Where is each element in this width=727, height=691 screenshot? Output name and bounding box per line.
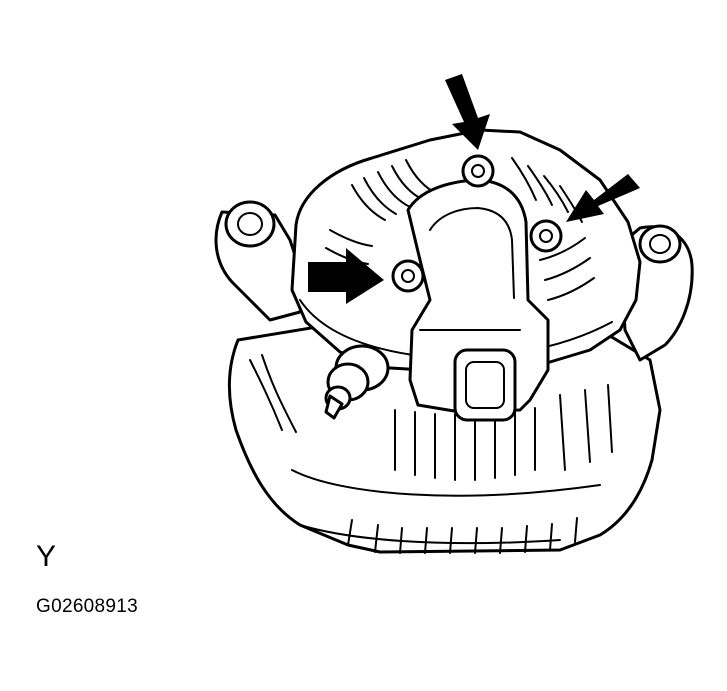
connector-plug xyxy=(453,348,517,422)
bolt-top xyxy=(461,154,495,188)
view-label: Y xyxy=(36,540,57,573)
figure-code: G02608913 xyxy=(36,596,139,617)
b-terminal-stud xyxy=(324,344,390,420)
arrow-left-callout xyxy=(308,248,384,304)
bolt-left xyxy=(391,259,425,293)
bolt-right xyxy=(529,219,563,253)
arrow-top-callout xyxy=(445,74,490,150)
left-mounting-ear xyxy=(214,200,307,322)
arrow-right-callout xyxy=(566,174,640,222)
